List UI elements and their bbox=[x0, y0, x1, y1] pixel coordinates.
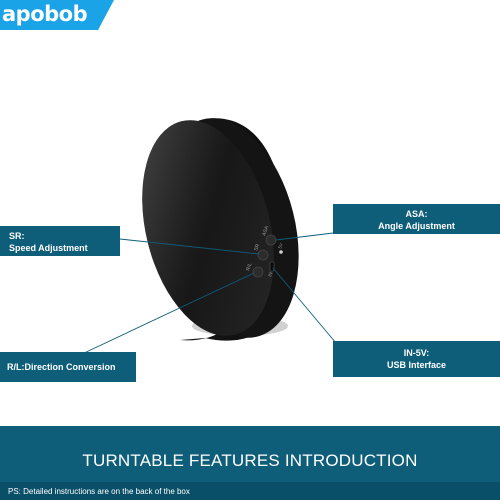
callout-sr-title: SR: bbox=[9, 231, 25, 241]
callout-asa-title: ASA: bbox=[405, 209, 428, 219]
leader-line-asa bbox=[275, 232, 334, 241]
device-label-in: IN bbox=[267, 271, 273, 277]
brand-logo: apobob bbox=[0, 0, 114, 30]
sr-button bbox=[257, 249, 269, 261]
callout-speed-adjustment: SR: Speed Adjustment bbox=[0, 226, 120, 256]
device-label-5v: 5V bbox=[277, 242, 284, 249]
callout-in5v-title: IN-5V: bbox=[403, 348, 430, 358]
turntable-top-sheen bbox=[142, 120, 274, 336]
footer-band bbox=[0, 426, 500, 492]
footer-note: PS: Detailed instructions are on the bac… bbox=[8, 487, 190, 496]
asa-button bbox=[265, 234, 277, 246]
callout-usb-interface: IN-5V: USB Interface bbox=[333, 341, 500, 377]
callout-angle-adjustment: ASA: Angle Adjustment bbox=[333, 204, 500, 234]
usb-port bbox=[269, 261, 275, 272]
callout-in5v-desc: USB Interface bbox=[386, 360, 447, 370]
device-label-asa: ASA bbox=[261, 225, 270, 237]
device-label-sr: SR bbox=[253, 243, 261, 252]
footer-note-band bbox=[0, 482, 500, 500]
brand-logo-text: apobob bbox=[2, 2, 88, 26]
power-indicator bbox=[279, 250, 283, 254]
leader-line-in5v bbox=[272, 267, 337, 344]
rl-button bbox=[252, 266, 264, 278]
device-label-rl: R/L bbox=[245, 262, 253, 272]
callout-direction-conversion: R/L:Direction Conversion bbox=[0, 352, 136, 382]
footer-title: TURNTABLE FEATURES INTRODUCTION bbox=[82, 451, 418, 470]
callout-asa-desc: Angle Adjustment bbox=[378, 221, 455, 231]
callout-sr-desc: Speed Adjustment bbox=[9, 243, 88, 253]
callout-rl-title: R/L:Direction Conversion bbox=[7, 362, 116, 372]
leader-line-sr bbox=[119, 238, 260, 255]
leader-line-rl bbox=[81, 272, 255, 355]
